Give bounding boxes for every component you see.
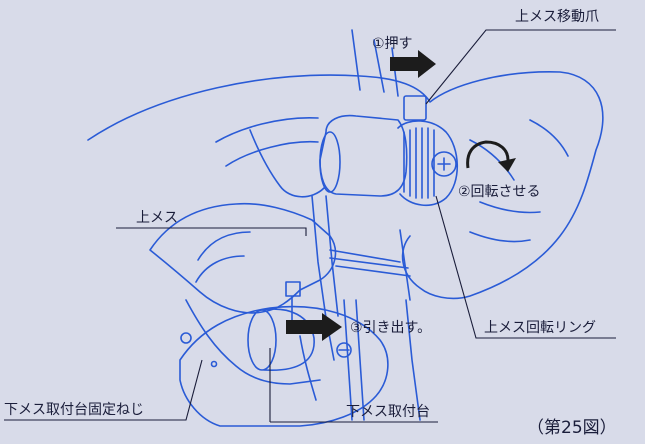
right-hand	[87, 71, 604, 300]
lower-base	[179, 305, 389, 427]
label-upper-knife-move-claw: 上メス移動爪	[515, 9, 599, 25]
leader-lines	[4, 29, 616, 423]
push-arrow	[390, 50, 436, 78]
label-lower-knife-mount: 下メス取付台	[346, 404, 430, 420]
machine-illustration	[87, 29, 604, 427]
label-rotate: ②回転させる	[458, 184, 541, 200]
label-upper-knife-rotation-ring: 上メス回転リング	[484, 320, 596, 336]
action-arrows	[286, 50, 516, 341]
label-upper-knife: 上メス	[136, 210, 178, 226]
rotate-arrow	[466, 140, 510, 169]
knife-blade	[311, 195, 339, 361]
rotation-ring	[397, 120, 458, 206]
pull-out-arrow	[286, 313, 342, 341]
label-pull-out: ③引き出す。	[350, 320, 432, 336]
label-push: ①押す	[372, 36, 413, 52]
upper-knife-cylinder	[319, 114, 408, 197]
figure-number: （第25図）	[527, 418, 617, 438]
label-lower-knife-mount-screw: 下メス取付台固定ねじ	[4, 402, 144, 418]
